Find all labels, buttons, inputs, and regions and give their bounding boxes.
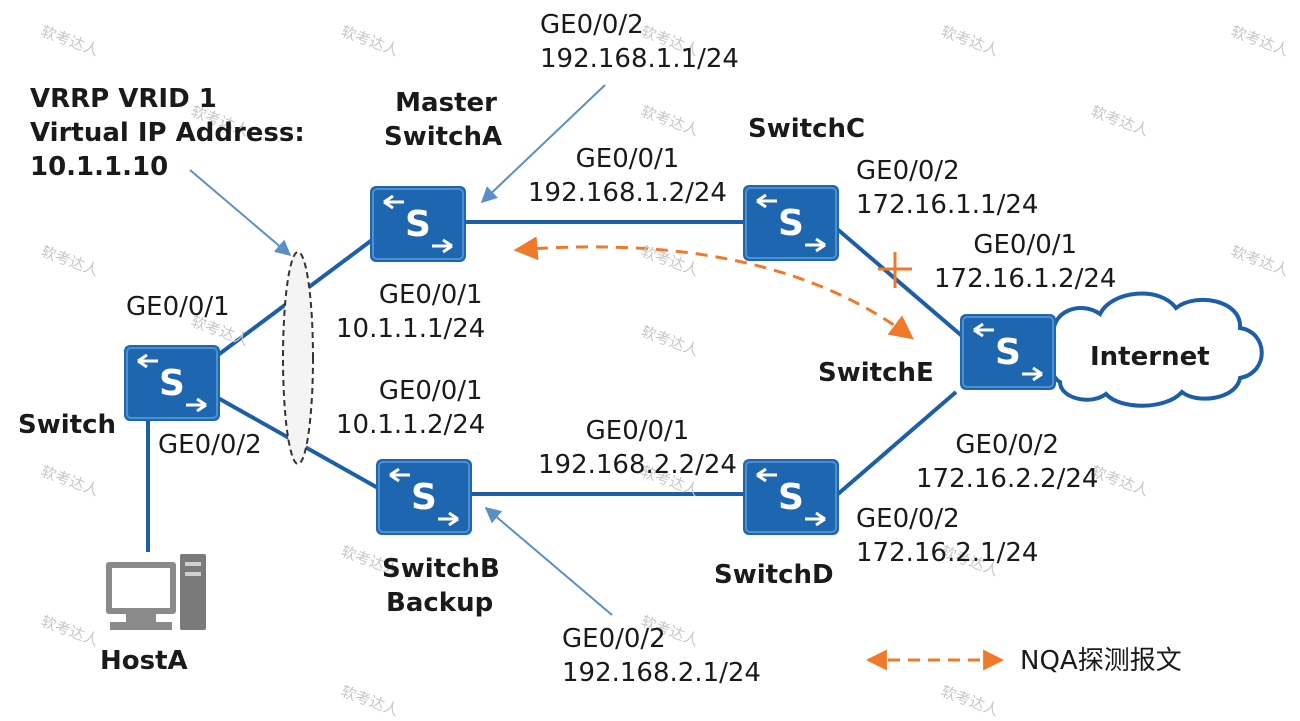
switcha-ge2-pointer-arrow: [480, 84, 606, 204]
vrrp-pointer-arrow: [189, 169, 292, 257]
switchc-ge2-ip: 172.16.1.1/24: [856, 190, 1039, 220]
switcha-role: Master: [395, 88, 497, 118]
switche-ge2-label: GE0/0/2 172.16.2.2/24: [916, 428, 1098, 496]
switchb-ge2-label: GE0/0/2 192.168.2.1/24: [562, 622, 761, 690]
nqa-legend-arrow: [865, 649, 1005, 671]
switcha-ge2-ip: 192.168.1.1/24: [540, 44, 739, 74]
switchc-ge2-port: GE0/0/2: [856, 156, 960, 186]
vrrp-group-ellipse: [282, 251, 314, 465]
link-fault-mark: [878, 252, 912, 288]
switchb-ge1-port: GE0/0/1: [378, 376, 483, 406]
vrrp-line-3: 10.1.1.10: [30, 152, 169, 182]
switch-icon: [741, 457, 841, 537]
switcha-ge2-label: GE0/0/2 192.168.1.1/24: [540, 8, 739, 76]
switchd-ge2-ip: 172.16.2.1/24: [856, 538, 1039, 568]
switchd-ge1-ip: 192.168.2.2/24: [538, 450, 737, 480]
switch-ge1-label: GE0/0/1: [126, 292, 230, 322]
switch-icon: [741, 183, 841, 263]
switche-ge2-ip: 172.16.2.2/24: [916, 464, 1099, 494]
switchc-label: SwitchC: [748, 114, 866, 144]
switcha-name: SwitchA: [384, 122, 503, 152]
switch-icon: [374, 457, 474, 537]
legend: NQA探测报文: [860, 644, 1240, 678]
switch-ge2-label: GE0/0/2: [158, 430, 262, 460]
hosta-label: HostA: [100, 646, 188, 676]
switchd-ge2-port: GE0/0/2: [856, 504, 960, 534]
switchd-ge1-port: GE0/0/1: [585, 416, 690, 446]
switch-icon: [368, 184, 468, 264]
switche-ge1-port: GE0/0/1: [973, 230, 1078, 260]
switchb-ge1-label: GE0/0/1 10.1.1.2/24: [336, 374, 485, 442]
switche-label: SwitchE: [818, 358, 934, 388]
switch-icon: [122, 343, 222, 423]
switchb-ge1-ip: 10.1.1.2/24: [336, 410, 486, 440]
nqa-legend-label: NQA探测报文: [1020, 646, 1182, 676]
switch-label: Switch: [18, 410, 117, 440]
nqa-probe-arrow: [513, 236, 914, 340]
switchc-ge2-label: GE0/0/2 172.16.1.1/24: [856, 154, 1038, 222]
switchc-ge1-ip: 192.168.1.2/24: [528, 178, 727, 208]
switchd-ge1-label: GE0/0/1 192.168.2.2/24: [538, 414, 737, 482]
switchc-ge1-port: GE0/0/1: [575, 144, 680, 174]
switcha-ge1-label: GE0/0/1 10.1.1.1/24: [336, 278, 485, 346]
switcha-ge1-port: GE0/0/1: [378, 280, 483, 310]
switchb-role: Backup: [386, 588, 494, 618]
switcha-ge2-port: GE0/0/2: [540, 10, 644, 40]
switche-ge1-ip: 172.16.1.2/24: [934, 264, 1117, 294]
vrrp-line-1: VRRP VRID 1: [30, 84, 217, 114]
switchb-ge2-ip: 192.168.2.1/24: [562, 658, 761, 688]
cloud-icon: [1033, 291, 1264, 408]
switcha-ge1-ip: 10.1.1.1/24: [336, 314, 486, 344]
switch-icon: [958, 312, 1058, 392]
switchb-ge2-port: GE0/0/2: [562, 624, 666, 654]
switcha-label: Master SwitchA: [384, 86, 502, 154]
vrrp-line-2: Virtual IP Address:: [30, 118, 305, 148]
switchb-label: SwitchB Backup: [382, 552, 500, 620]
internet-label: Internet: [1090, 342, 1210, 372]
switche-ge1-label: GE0/0/1 172.16.1.2/24: [934, 228, 1116, 296]
computer-icon: [106, 554, 206, 630]
switchd-ge2-label: GE0/0/2 172.16.2.1/24: [856, 502, 1038, 570]
switchd-label: SwitchD: [714, 560, 834, 590]
switchc-ge1-label: GE0/0/1 192.168.1.2/24: [528, 142, 727, 210]
link-switchd-switche: [836, 390, 958, 496]
switche-ge2-port: GE0/0/2: [955, 430, 1060, 460]
switchb-name: SwitchB: [382, 554, 500, 584]
switchb-ge2-pointer-arrow: [484, 506, 613, 616]
vrrp-info: VRRP VRID 1 Virtual IP Address: 10.1.1.1…: [30, 82, 305, 184]
